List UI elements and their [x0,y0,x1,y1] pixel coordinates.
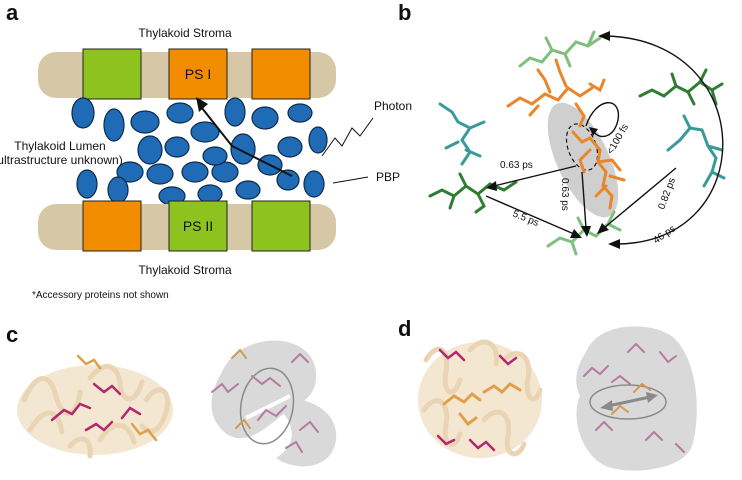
chromophore-orange-upper [506,58,606,128]
lumen-label-line2: (ultrastructure unknown) [0,153,123,167]
pbp-ellipse [224,97,246,127]
pbp-ellipse [211,161,239,183]
panel-letter-b: b [398,0,411,25]
pbp-ellipse [76,169,98,199]
pbp-ellipse [116,161,144,183]
bottom-green-complex [251,200,311,252]
time-label-0-63-down: 0.63 ps [559,178,570,211]
top-green-complex [82,48,142,100]
time-label-5-5: 5.5 ps [511,209,540,229]
time-label-0-63-left: 0.63 ps [500,160,533,171]
ps2-complex [168,200,228,252]
arrowhead-46-top [598,31,610,41]
chromophore-teal-left [438,102,486,166]
dimer-ellipse-d [589,384,667,420]
panel-d: d [398,316,697,471]
panel-letter-a: a [6,0,19,25]
ps1-complex [168,48,228,100]
arrow-46 [605,35,724,245]
panel-letter-c: c [6,322,18,347]
pbp-ellipse [277,136,303,158]
chromophore-sticks-orange-c [231,348,251,429]
pbp-ellipse [251,106,279,130]
panel-c: c [6,322,337,467]
double-arrow-head-right-d [646,392,658,403]
time-label-lt100fs: <100 fs [605,122,631,156]
chromophore-green-top [518,30,602,68]
chromophores-orange-c [76,354,158,442]
pbp-ellipse [146,163,174,185]
chromophore-green-left [428,172,518,214]
chromophore-teal-right [666,114,726,188]
chromophore-green-bottom [546,210,622,256]
pbp-ellipse [197,184,223,204]
pbp-ellipse [181,161,209,183]
panel-b: b [398,0,726,256]
pbp-label: PBP [376,170,400,184]
arrowhead-5-5 [570,229,582,238]
photon-zigzag [321,117,374,157]
pbp-ellipse [137,135,163,165]
arrowhead-0-63-left [486,181,497,191]
divider-line-d [641,319,692,351]
arrow-0-63-left [493,165,577,187]
self-loop-arrowhead [589,127,598,136]
pbp-ellipse [235,180,261,200]
footnote: *Accessory proteins not shown [32,290,169,301]
time-label-46: 46 ps [651,223,677,246]
stroma-bottom-label: Thylakoid Stroma [138,263,232,277]
pbp-ellipse [71,97,95,129]
arrow-0-82 [603,167,677,229]
photon-label: Photon [374,99,412,113]
double-arrow-shaft-d [607,395,651,408]
kidney-shape-lower-c [270,397,337,467]
kidney-shape-upper-c [211,340,317,439]
chromophores-orange-d [442,382,522,427]
ps1-label: PS I [185,66,211,82]
arrowhead-0-63-down [581,226,591,237]
pbp-ellipse [308,126,328,154]
central-ellipse [547,102,619,218]
chromophores-magenta-d [436,348,518,452]
arrowhead-46-bottom [608,239,620,249]
chromophore-orange-central [571,130,626,210]
panel-a: a Thylakoid Stroma PS I [0,0,412,301]
pbp-ellipse [164,136,190,158]
chromophore-sticks-c [211,352,319,453]
transfer-arrowhead [196,97,208,112]
transfer-path [201,107,293,177]
pbp-ellipse [276,169,300,191]
chromophores-magenta-c [50,382,142,432]
pbp-ellipse [202,146,228,166]
ps2-label: PS II [183,218,213,234]
pbp-ellipse [130,110,160,134]
panel-letter-d: d [398,316,411,341]
pbp-ellipse [287,103,313,123]
stroma-top-label: Thylakoid Stroma [138,26,232,40]
top-orange-complex [251,48,311,100]
chromophore-green-right [638,68,724,106]
pbp-ellipse [230,133,256,165]
bottom-orange-complex [82,200,142,252]
pbp-ellipse [103,108,125,142]
lumen-label-line1: Thylakoid Lumen [14,139,105,153]
dimer-ellipse-c [239,367,295,445]
chromophore-sticks-orange-d [611,382,651,415]
pbp-cluster [71,97,328,206]
pbp-ellipse [166,102,194,124]
arrowhead-0-82 [597,223,609,234]
arrow-5-5 [485,195,575,235]
pbp-ellipse [303,170,325,198]
arrow-0-63-down [581,171,587,229]
divider-line-c [245,394,291,420]
pbp-ellipse [107,176,129,204]
chromophore-sticks-d [583,342,685,453]
protein-ribbon-c [17,364,173,459]
double-arrow-head-left-d [600,400,613,411]
pbp-ellipse [190,121,220,143]
self-loop-arrow [585,102,620,138]
pbp-pointer [332,176,369,184]
